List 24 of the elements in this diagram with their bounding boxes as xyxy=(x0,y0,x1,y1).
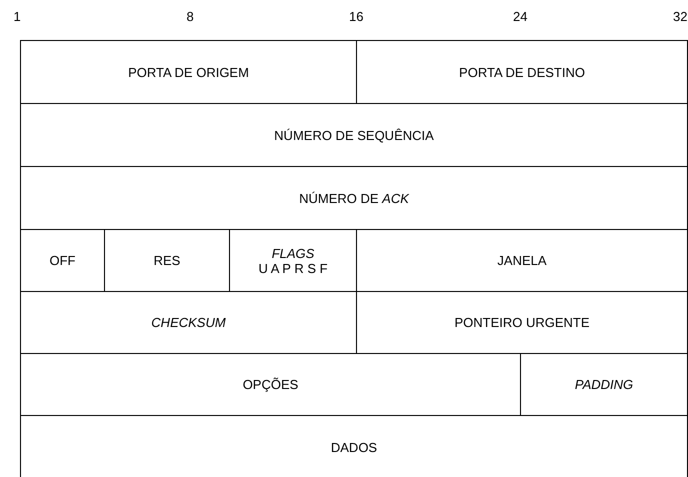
field-name: OFF xyxy=(50,253,76,268)
field-name: PADDING xyxy=(574,377,634,392)
field-name: OPÇÕES xyxy=(242,377,298,392)
bit-position-number: 1 xyxy=(14,9,21,24)
header-field-box xyxy=(20,40,357,104)
field-name: JANELA xyxy=(497,253,547,268)
bit-position-number: 24 xyxy=(513,9,528,24)
field-name: NÚMERO DE SEQUÊNCIA xyxy=(274,128,434,142)
field-name: PORTA DE DESTINO xyxy=(459,64,585,80)
bit-position-number: 16 xyxy=(349,9,364,24)
bit-position-number: 32 xyxy=(673,9,688,24)
field-name: NÚMERO DE ACK xyxy=(299,190,409,206)
flag-letters: U A P R S F xyxy=(258,260,328,276)
field-name: PORTA DE ORIGEM xyxy=(128,64,249,80)
field-name: PONTEIRO URGENTE xyxy=(454,315,590,330)
header-field-box xyxy=(20,166,688,230)
field-name: FLAGS xyxy=(272,246,314,260)
header-field-box xyxy=(20,103,688,167)
field-name: DADOS xyxy=(330,440,378,455)
header-field-box xyxy=(20,415,688,477)
header-field-box xyxy=(356,40,688,104)
field-name: RES xyxy=(154,253,180,268)
field-name: CHECKSUM xyxy=(151,315,226,330)
bit-position-number: 8 xyxy=(186,9,194,24)
